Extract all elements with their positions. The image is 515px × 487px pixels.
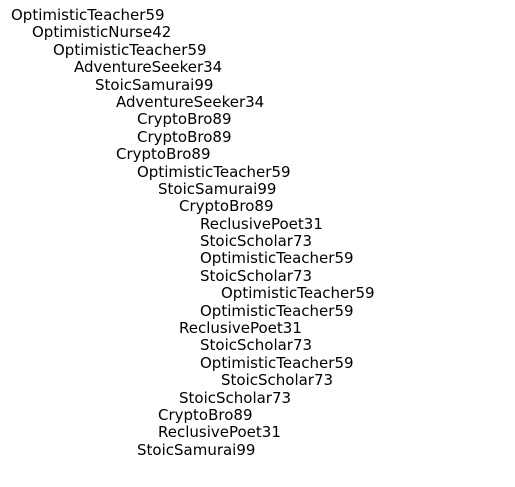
thread-node: StoicSamurai99 bbox=[158, 179, 277, 198]
thread-node: StoicScholar73 bbox=[200, 232, 313, 251]
thread-node: ReclusivePoet31 bbox=[179, 319, 302, 338]
thread-node: OptimisticTeacher59 bbox=[200, 301, 354, 320]
thread-node: OptimisticNurse42 bbox=[32, 23, 172, 42]
thread-node: OptimisticTeacher59 bbox=[200, 353, 354, 372]
thread-node: ReclusivePoet31 bbox=[200, 214, 323, 233]
thread-node: AdventureSeeker34 bbox=[74, 58, 223, 77]
thread-node: CryptoBro89 bbox=[179, 197, 274, 216]
thread-node: StoicScholar73 bbox=[221, 371, 334, 390]
thread-node: OptimisticTeacher59 bbox=[221, 284, 375, 303]
thread-node: StoicSamurai99 bbox=[95, 75, 214, 94]
thread-node: CryptoBro89 bbox=[137, 127, 232, 146]
thread-node: StoicScholar73 bbox=[179, 388, 292, 407]
thread-node: OptimisticTeacher59 bbox=[53, 40, 207, 59]
thread-node: CryptoBro89 bbox=[137, 110, 232, 129]
thread-node: StoicScholar73 bbox=[200, 266, 313, 285]
thread-node: StoicSamurai99 bbox=[137, 440, 256, 459]
thread-node: CryptoBro89 bbox=[116, 145, 211, 164]
thread-node: CryptoBro89 bbox=[158, 405, 253, 424]
thread-node: OptimisticTeacher59 bbox=[137, 162, 291, 181]
thread-node: OptimisticTeacher59 bbox=[200, 249, 354, 268]
thread-node: OptimisticTeacher59 bbox=[11, 6, 165, 24]
thread-node: StoicScholar73 bbox=[200, 336, 313, 355]
thread-node: AdventureSeeker34 bbox=[116, 92, 265, 111]
thread-node: ReclusivePoet31 bbox=[158, 423, 281, 442]
